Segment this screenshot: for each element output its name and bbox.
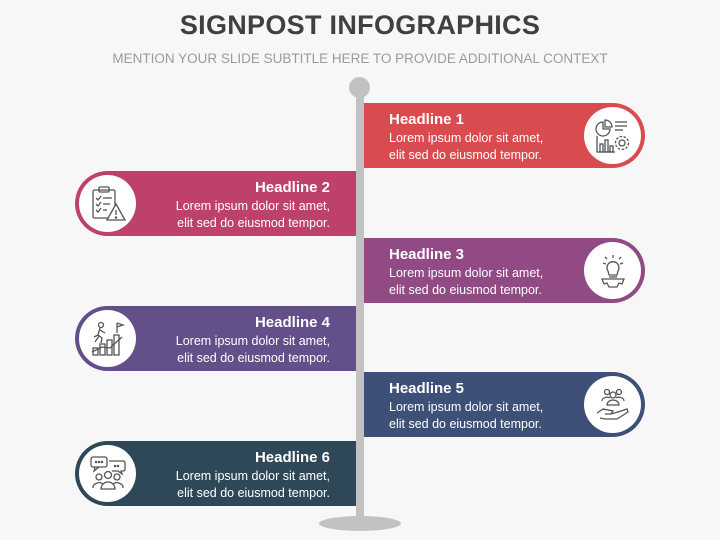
- climbing-success-icon: [79, 310, 136, 367]
- sign-headline: Headline 4: [254, 314, 330, 331]
- sign-headline: Headline 1: [389, 111, 465, 128]
- team-chat-icon: [79, 445, 136, 502]
- sign-body-line2: elit sed do eiusmod tempor.: [177, 216, 330, 230]
- sign-body-line2: elit sed do eiusmod tempor.: [389, 417, 542, 431]
- sign-body-line1: Lorem ipsum dolor sit amet,: [175, 469, 330, 483]
- sign-body-line2: elit sed do eiusmod tempor.: [389, 283, 542, 297]
- hand-people-icon: [584, 376, 641, 433]
- sign-body-line1: Lorem ipsum dolor sit amet,: [389, 400, 544, 414]
- sign-3: Headline 3 Lorem ipsum dolor sit amet, e…: [364, 238, 645, 303]
- checklist-warning-icon: [79, 175, 136, 232]
- sign-1: Headline 1 Lorem ipsum dolor sit amet, e…: [364, 103, 645, 168]
- sign-headline: Headline 2: [254, 179, 330, 196]
- sign-headline: Headline 6: [254, 449, 330, 466]
- signpost-base: [319, 516, 401, 531]
- sign-body-line1: Lorem ipsum dolor sit amet,: [389, 266, 544, 280]
- signpost-top-knob: [349, 77, 370, 98]
- sign-headline: Headline 5: [389, 380, 465, 397]
- sign-4: Headline 4 Lorem ipsum dolor sit amet, e…: [75, 306, 356, 371]
- sign-body-line2: elit sed do eiusmod tempor.: [177, 486, 330, 500]
- sign-2: Headline 2 Lorem ipsum dolor sit amet, e…: [75, 171, 356, 236]
- sign-body-line1: Lorem ipsum dolor sit amet,: [389, 131, 544, 145]
- sign-6: Headline 6 Lorem ipsum dolor sit amet, e…: [75, 441, 356, 506]
- lightbulb-gear-icon: [584, 242, 641, 299]
- sign-headline: Headline 3: [389, 246, 465, 263]
- analytics-gear-icon: [584, 107, 641, 164]
- sign-5: Headline 5 Lorem ipsum dolor sit amet, e…: [364, 372, 645, 437]
- page-subtitle: MENTION YOUR SLIDE SUBTITLE HERE TO PROV…: [112, 51, 608, 66]
- signpost-pole: [356, 88, 364, 524]
- sign-body-line2: elit sed do eiusmod tempor.: [177, 351, 330, 365]
- sign-body-line1: Lorem ipsum dolor sit amet,: [175, 334, 330, 348]
- sign-body-line1: Lorem ipsum dolor sit amet,: [175, 199, 330, 213]
- sign-body-line2: elit sed do eiusmod tempor.: [389, 148, 542, 162]
- page-title: SIGNPOST INFOGRAPHICS: [179, 10, 541, 40]
